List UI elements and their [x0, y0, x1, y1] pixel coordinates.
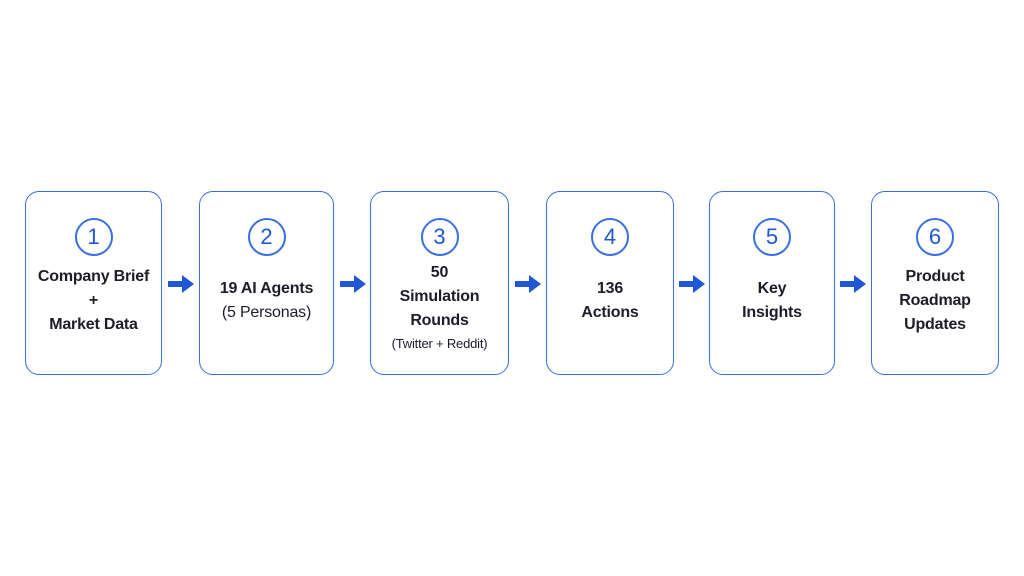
arrow-right-icon — [840, 275, 866, 293]
step-number-badge: 1 — [74, 218, 113, 256]
step-label-line: Company Brief — [37, 268, 150, 285]
arrow-right-icon — [515, 275, 541, 293]
step-label-line: + — [88, 292, 99, 309]
arrow-right-icon — [340, 275, 366, 293]
arrow-right-icon — [679, 275, 705, 293]
step-number-badge: 3 — [420, 218, 459, 256]
step-box-1: 1 Company Brief + Market Data — [25, 191, 162, 375]
step-label-line: 50 — [430, 264, 449, 281]
step-label-line: Simulation — [399, 288, 480, 305]
step-label-line: 136 — [596, 280, 624, 297]
step-label-line: Insights — [742, 304, 802, 321]
step-number-badge: 4 — [591, 218, 629, 256]
step-label-line: Roadmap — [899, 292, 971, 309]
step-label-line: Market Data — [49, 316, 138, 333]
step-label-line: Actions — [581, 304, 639, 321]
step-box-4: 4 136 Actions — [546, 191, 674, 375]
step-number-badge: 6 — [916, 218, 954, 256]
step-number-badge: 5 — [753, 218, 791, 256]
step-label-line: 19 AI Agents — [219, 280, 314, 297]
step-box-5: 5 Key Insights — [709, 191, 835, 375]
step-label-line: Product — [905, 268, 965, 285]
step-note: (Twitter + Reddit) — [391, 336, 488, 351]
arrow-right-icon — [168, 275, 194, 293]
step-box-6: 6 Product Roadmap Updates — [871, 191, 999, 375]
step-box-2: 2 19 AI Agents (5 Personas) — [199, 191, 334, 375]
step-label-line: (5 Personas) — [221, 304, 312, 321]
step-number-badge: 2 — [247, 218, 286, 256]
step-box-3: 3 50 Simulation Rounds (Twitter + Reddit… — [370, 191, 509, 375]
step-label-line: Key — [757, 280, 787, 297]
step-label-line: Updates — [904, 316, 966, 333]
step-label-line: Rounds — [410, 312, 469, 329]
